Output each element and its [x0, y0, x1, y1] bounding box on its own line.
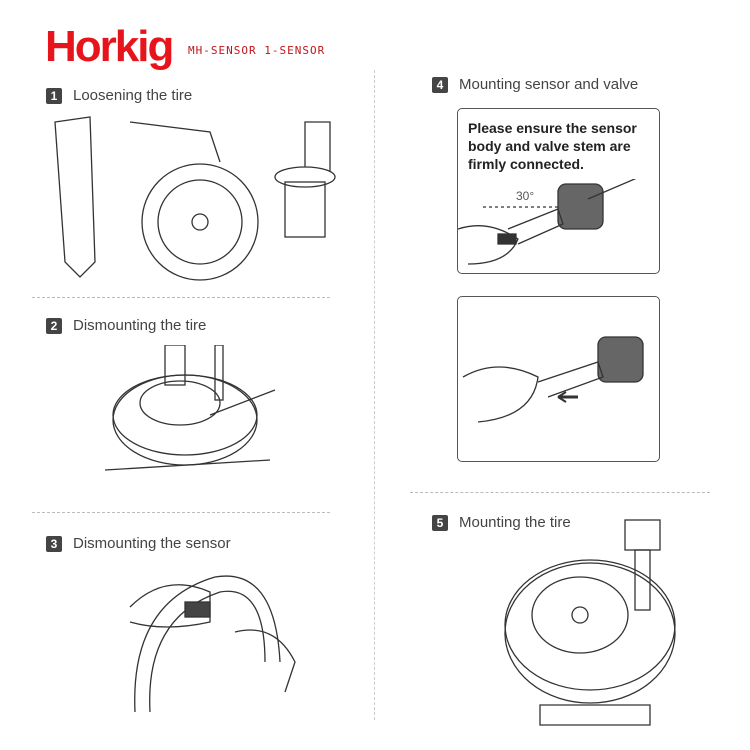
- step-5-heading: 5 Mounting the tire: [432, 514, 571, 531]
- step-label: Mounting sensor and valve: [459, 76, 639, 93]
- step-label: Mounting the tire: [459, 514, 571, 531]
- brand-subtitle: MH-SENSOR 1-SENSOR: [188, 44, 326, 57]
- step-label: Dismounting the sensor: [73, 535, 231, 552]
- sensor-valve-illustration: [458, 179, 637, 265]
- step-1-heading: 1 Loosening the tire: [46, 87, 192, 104]
- section-divider: [32, 297, 330, 298]
- angle-label: 30°: [516, 189, 535, 203]
- step-label: Dismounting the tire: [73, 317, 207, 334]
- dismounting-tire-illustration: [104, 345, 276, 471]
- step-label: Loosening the tire: [73, 87, 193, 104]
- column-divider: [374, 70, 375, 720]
- mounting-tire-illustration: [504, 519, 676, 726]
- loosening-tire-illustration: [54, 116, 336, 281]
- connection-note-panel: Please ensure the sensor body and valve …: [457, 108, 660, 274]
- step-number: 4: [432, 76, 448, 93]
- section-divider: [410, 492, 710, 493]
- step-4-heading: 4 Mounting sensor and valve: [432, 76, 638, 93]
- valve-insert-illustration: [462, 336, 644, 423]
- step-2-heading: 2 Dismounting the tire: [46, 317, 206, 334]
- valve-insert-panel: [457, 296, 660, 462]
- step-3-heading: 3 Dismounting the sensor: [46, 535, 231, 552]
- step-number: 3: [46, 535, 62, 552]
- brand-logo: Horkig: [45, 22, 174, 71]
- step-number: 1: [46, 87, 62, 104]
- section-divider: [32, 512, 330, 513]
- dismounting-sensor-illustration: [129, 575, 296, 713]
- step-number: 2: [46, 317, 62, 334]
- step-number: 5: [432, 514, 448, 531]
- connection-note: Please ensure the sensor body and valve …: [468, 120, 637, 172]
